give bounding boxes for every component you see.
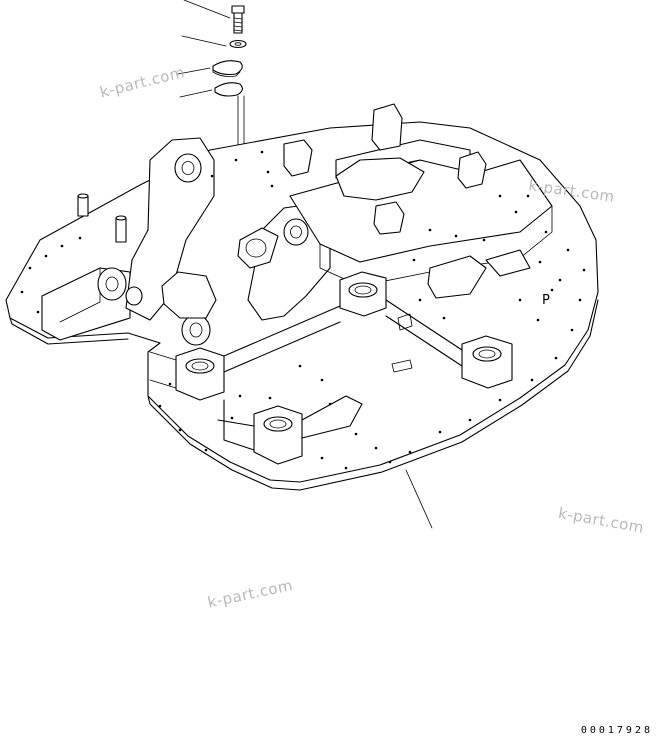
- bolt-hole: [498, 194, 502, 198]
- post-left: [77, 195, 89, 217]
- bolt-hole: [374, 446, 378, 450]
- bolt-hole: [418, 298, 422, 302]
- bolt-hole: [354, 432, 358, 436]
- bolt-hole: [266, 170, 270, 174]
- bolt-hole: [454, 234, 458, 238]
- leader-cover-plate: [177, 67, 211, 75]
- deck-cutout-front: [335, 157, 425, 201]
- bolt-hole: [578, 298, 582, 302]
- bolt-hole: [526, 194, 530, 198]
- floor-slot: [391, 359, 413, 373]
- bolt-hole: [530, 378, 534, 382]
- bolt-hole: [234, 158, 238, 162]
- leader-washer: [181, 35, 227, 47]
- bolt-hole: [544, 230, 548, 234]
- leader-revolving-frame: [405, 469, 433, 529]
- bolt-hole: [408, 450, 412, 454]
- bolt-hole: [270, 184, 274, 188]
- bolt-hole: [320, 378, 324, 382]
- leader-bolt: [183, 0, 231, 19]
- cover-plate: [212, 60, 243, 77]
- bolt-hole: [442, 316, 446, 320]
- bolt-hole: [204, 448, 208, 452]
- bolt-hole: [320, 456, 324, 460]
- leader-lines: [177, 0, 433, 529]
- swing-opening: [161, 271, 217, 319]
- bolt-hole: [538, 260, 542, 264]
- bolt-hole: [412, 258, 416, 262]
- drawing-id: 00017928: [580, 725, 653, 736]
- bolt-hole: [344, 466, 348, 470]
- bolt-hole: [438, 430, 442, 434]
- bolt-hole: [550, 288, 554, 292]
- bolt-hole: [158, 404, 162, 408]
- bolt-holes: [20, 150, 586, 470]
- bolt-hole: [536, 318, 540, 322]
- leader-gasket: [179, 89, 213, 98]
- revolving-frame: [5, 103, 599, 491]
- bolt-hole: [168, 382, 172, 386]
- bolt-hole: [328, 402, 332, 406]
- bolt-hole: [20, 290, 24, 294]
- bolt-hole: [230, 416, 234, 420]
- pin-boss-left: [97, 267, 127, 301]
- bolt-hole: [298, 364, 302, 368]
- washer: [229, 39, 247, 49]
- bolt-hole: [36, 310, 40, 314]
- bolt-hole: [468, 418, 472, 422]
- bolt-hole: [44, 254, 48, 258]
- bolt-hole: [558, 278, 562, 282]
- bolt-hole: [498, 398, 502, 402]
- gasket: [214, 82, 243, 97]
- bolt-hole: [260, 150, 264, 154]
- bolt-hole: [566, 248, 570, 252]
- bolt-hole: [482, 238, 486, 242]
- bolt-hole: [178, 428, 182, 432]
- bolt-hole: [554, 356, 558, 360]
- mount-pad-3: [175, 347, 225, 401]
- bolt-hole: [78, 236, 82, 240]
- boom-bracket-left: [125, 137, 215, 321]
- bolt-hole: [388, 460, 392, 464]
- bolt-hole: [268, 396, 272, 400]
- floor-mark: P: [542, 293, 550, 308]
- bolt: [231, 5, 245, 34]
- post-right: [115, 217, 127, 243]
- bolt-hole: [28, 266, 32, 270]
- bolt-hole: [582, 268, 586, 272]
- bolt-hole: [518, 298, 522, 302]
- bolt-hole: [570, 328, 574, 332]
- bolt-hole: [428, 228, 432, 232]
- mount-pad-2: [461, 335, 513, 389]
- mount-pad-4: [253, 405, 303, 465]
- bolt-hole: [60, 244, 64, 248]
- pin-boss-right: [181, 314, 211, 346]
- bolt-hole: [238, 394, 242, 398]
- bolt-hole: [514, 210, 518, 214]
- mount-tower-front: [371, 103, 403, 151]
- bolt-hole: [210, 174, 214, 178]
- mount-pad-1: [339, 271, 387, 317]
